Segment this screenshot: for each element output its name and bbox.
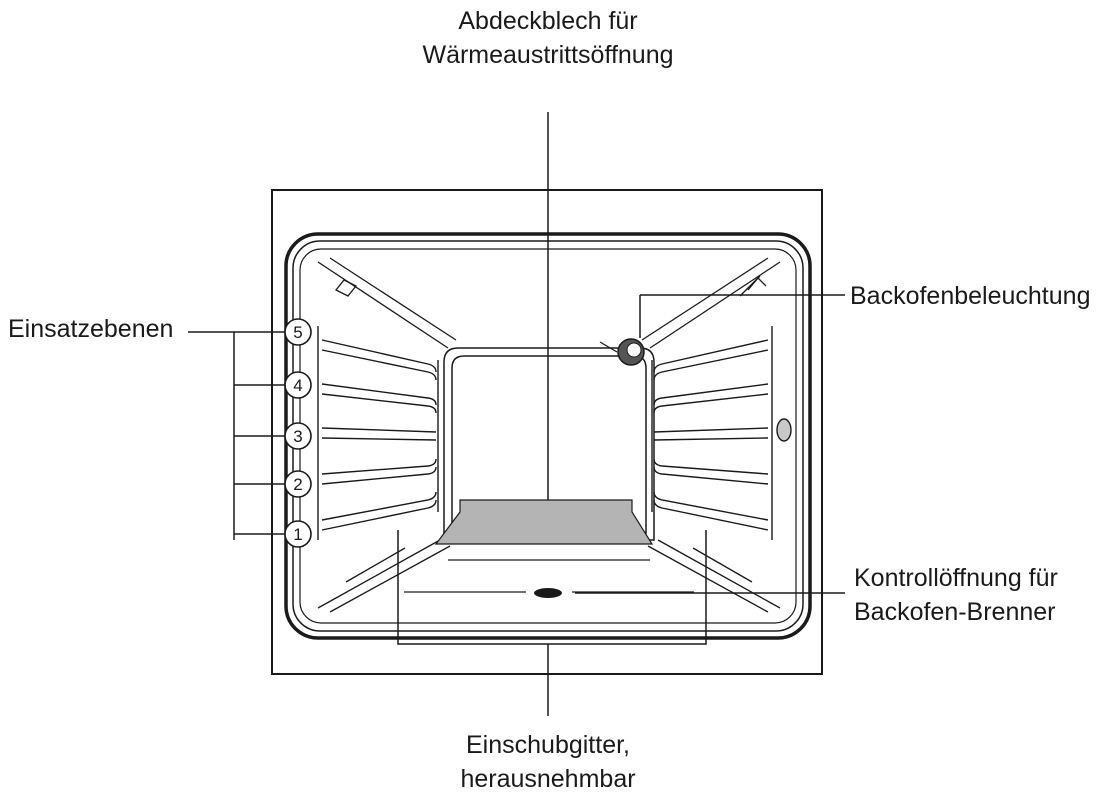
oven-lamp-icon [599,338,645,366]
removable-rack-label: Einschubgitter, herausnehmbar [418,728,678,796]
oven-light-label-text: Backofenbeleuchtung [850,282,1091,310]
side-knob [776,418,792,442]
burner-inspection-opening [534,588,562,598]
oven-frame [271,189,823,675]
perspective-edges [317,257,781,613]
removable-rack-label-line2: herausnehmbar [460,765,636,793]
leader-rack-levels [188,331,285,540]
leader-lines [188,112,845,716]
level-number-1: 1 [293,525,302,544]
oven-light-label: Backofenbeleuchtung [850,279,1090,313]
heat-outlet-cover-plate [434,499,654,545]
heat-outlet-cover-label: Abdeckblech für Wärmeaustrittsöffnung [398,4,698,72]
left-side-racks [317,326,439,540]
burner-inspection-label-line1: Kontrollöffnung für [854,564,1058,592]
right-side-racks [651,326,773,540]
heat-outlet-cover-label-line1: Abdeckblech für [458,7,638,35]
leader-rack-bracket [397,530,707,716]
level-number-4: 4 [293,376,302,395]
rack-levels-label: Einsatzebenen [8,312,173,346]
rack-level-markers: 5 4 3 2 1 [284,318,312,548]
heat-outlet-cover-label-line2: Wärmeaustrittsöffnung [422,41,674,69]
level-number-3: 3 [293,427,302,446]
burner-inspection-label: Kontrollöffnung für Backofen-Brenner [854,561,1058,629]
top-corner-details [334,275,767,297]
burner-inspection-label-line2: Backofen-Brenner [854,598,1056,626]
level-number-2: 2 [293,475,302,494]
rack-levels-label-text: Einsatzebenen [8,315,174,343]
removable-rack-label-line1: Einschubgitter, [466,731,630,759]
level-number-5: 5 [293,323,302,342]
